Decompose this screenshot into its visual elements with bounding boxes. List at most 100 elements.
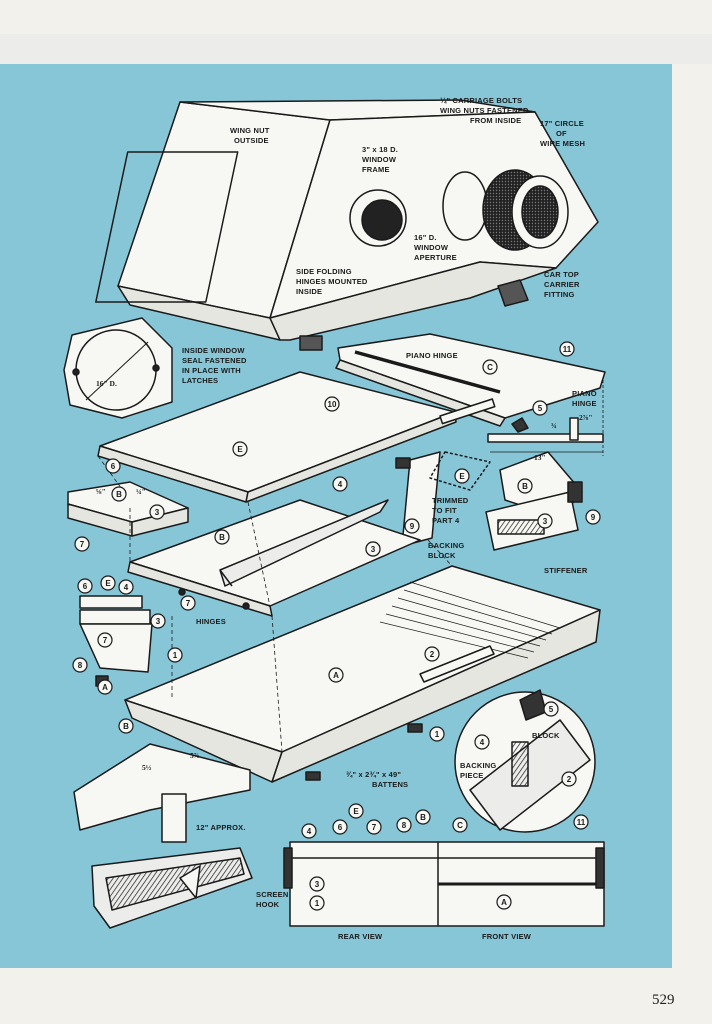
- callout-label: E: [105, 579, 111, 588]
- window-aperture: [442, 171, 488, 241]
- callout-ten: 10: [324, 396, 340, 412]
- dim-five-eighths: ⅝": [96, 487, 106, 496]
- callout-six-c: 6: [332, 819, 348, 835]
- callout-seven-d: 7: [366, 819, 382, 835]
- callout-label: 1: [435, 730, 440, 739]
- rear-front-view: [283, 841, 605, 927]
- callout-eight-b: 8: [396, 817, 412, 833]
- approx-detail: [73, 743, 253, 929]
- callout-label: 7: [103, 636, 108, 645]
- label-piano-hinge: PIANO HINGE: [406, 351, 458, 360]
- label-block: BLOCK: [532, 731, 560, 740]
- callout-label: 5: [549, 705, 554, 714]
- window-frame-hole: [361, 199, 403, 241]
- callout-four-d: 4: [301, 823, 317, 839]
- corner-block-b: [67, 481, 189, 537]
- callout-four-a: 4: [332, 476, 348, 492]
- callout-eleven-b: 11: [573, 814, 589, 830]
- callout-e-b: E: [100, 575, 116, 591]
- callout-label: C: [457, 821, 463, 830]
- callout-six-b: 6: [77, 578, 93, 594]
- callout-two-a: 2: [424, 646, 440, 662]
- callout-label: 3: [543, 517, 548, 526]
- callout-label: 3: [315, 880, 320, 889]
- callout-c-top: C: [482, 359, 498, 375]
- callout-a-small: A: [97, 679, 113, 695]
- callout-eight-a: 8: [72, 657, 88, 673]
- callout-three-e: 3: [150, 613, 166, 629]
- callout-label: 1: [173, 651, 178, 660]
- label-approx: 12" APPROX.: [196, 823, 246, 832]
- callout-b-block: B: [517, 478, 533, 494]
- label-rear-view: REAR VIEW: [338, 932, 383, 941]
- callout-b-main: B: [118, 718, 134, 734]
- label-hinges: HINGES: [196, 617, 226, 626]
- callout-label: B: [219, 533, 225, 542]
- callout-label: A: [501, 898, 507, 907]
- callout-label: 3: [371, 545, 376, 554]
- callout-label: 6: [111, 462, 116, 471]
- callout-label: 7: [186, 599, 191, 608]
- callout-label: C: [487, 363, 493, 372]
- callout-label: 4: [480, 738, 485, 747]
- callout-one-c: 1: [309, 895, 325, 911]
- dim-thirteen: 13": [534, 453, 546, 462]
- callout-label: E: [353, 807, 359, 816]
- callout-nine-a: 9: [585, 509, 601, 525]
- callout-seven-a: 7: [74, 536, 90, 552]
- label-front-view: FRONT VIEW: [482, 932, 532, 941]
- callout-b-lid: B: [214, 529, 230, 545]
- callout-three-d: 3: [365, 541, 381, 557]
- callout-label: 6: [83, 582, 88, 591]
- callout-label: B: [522, 482, 528, 491]
- callout-label: 7: [80, 540, 85, 549]
- callout-nine-b: 9: [404, 518, 420, 534]
- callout-label: A: [102, 683, 108, 692]
- callout-label: 10: [328, 400, 337, 409]
- piano-hinge-detail: [487, 380, 604, 456]
- callout-label: 8: [78, 661, 83, 670]
- callout-label: 2: [430, 650, 435, 659]
- callout-c-b: C: [452, 817, 468, 833]
- label-stiffener: STIFFENER: [544, 566, 588, 575]
- callout-four-c: 4: [474, 734, 490, 750]
- callout-label: 9: [410, 522, 415, 531]
- corner-stack-part: [79, 595, 153, 687]
- label-seal-diameter: 16" D.: [96, 379, 117, 388]
- dim-quarter: ¼": [136, 487, 146, 496]
- callout-three-f: 3: [309, 876, 325, 892]
- callout-label: E: [237, 445, 243, 454]
- callout-label: A: [333, 671, 339, 680]
- callout-a-main: A: [328, 667, 344, 683]
- callout-one-a: 1: [167, 647, 183, 663]
- callout-eleven: 11: [559, 341, 575, 357]
- callout-seven-c: 7: [97, 632, 113, 648]
- callout-label: 2: [567, 775, 572, 784]
- callout-label: 1: [315, 899, 320, 908]
- block-detail-circle: [454, 689, 596, 833]
- dim-three-quarter: ¾: [551, 421, 557, 430]
- hinged-lid-b: [127, 499, 421, 617]
- callout-label: 9: [591, 513, 596, 522]
- callout-a-b: A: [496, 894, 512, 910]
- callout-label: 4: [307, 827, 312, 836]
- dimension-labels: 13" 2⅞" ¾ ⅝" ¼" 5½ 5⅞: [96, 413, 593, 772]
- housing-assembly: [95, 99, 599, 351]
- callout-label: 11: [563, 345, 572, 354]
- dim-five-half: 5½: [142, 763, 152, 772]
- callout-label: 6: [338, 823, 343, 832]
- stiffener-bar: [419, 645, 495, 683]
